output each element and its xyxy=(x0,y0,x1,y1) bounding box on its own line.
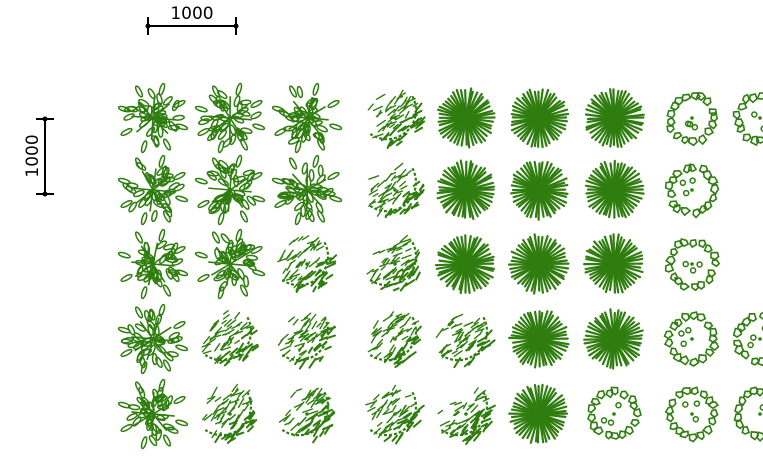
hatched-shrub-symbol xyxy=(366,234,421,292)
cobble-ring-symbol xyxy=(732,92,763,147)
hatched-shrub-symbol xyxy=(202,383,258,444)
leafy-tree-symbol xyxy=(117,378,189,450)
leafy-tree-symbol xyxy=(117,154,189,226)
hatched-shrub-symbol xyxy=(437,387,496,446)
hatched-shrub-symbol xyxy=(365,384,425,445)
spiky-conifer-symbol xyxy=(585,159,645,219)
horizontal-scale-bar: 1000 xyxy=(145,4,239,35)
hatched-shrub-symbol xyxy=(201,310,259,367)
spiky-conifer-symbol xyxy=(507,233,570,295)
cobble-ring-symbol xyxy=(587,386,642,440)
leafy-tree-symbol xyxy=(271,82,343,154)
spiky-conifer-symbol xyxy=(584,88,645,148)
spiky-conifer-symbol xyxy=(510,160,569,221)
cobble-ring-symbol xyxy=(663,311,720,367)
horizontal-scale-label: 1000 xyxy=(170,4,213,24)
cobble-ring-symbol xyxy=(732,311,763,367)
hatched-shrub-symbol xyxy=(277,235,338,293)
spiky-conifer-symbol xyxy=(434,234,495,295)
leafy-tree-symbol xyxy=(271,154,343,226)
hatched-shrub-symbol xyxy=(367,89,426,149)
hatched-shrub-symbol xyxy=(368,162,425,219)
spiky-conifer-symbol xyxy=(510,88,570,149)
leafy-tree-symbol xyxy=(194,228,266,300)
spiky-conifer-symbol xyxy=(583,308,644,370)
cobble-ring-symbol xyxy=(664,386,719,443)
spiky-conifer-symbol xyxy=(508,383,569,444)
leafy-tree-symbol xyxy=(117,82,189,154)
cobble-ring-symbol xyxy=(664,238,721,292)
spiky-conifer-symbol xyxy=(436,159,495,221)
spiky-conifer-symbol xyxy=(437,87,496,149)
spiky-conifer-symbol xyxy=(508,310,570,369)
leafy-tree-symbol xyxy=(194,82,266,154)
hatched-shrub-symbol xyxy=(367,311,422,368)
plant-symbol-grid xyxy=(117,82,763,450)
leafy-tree-symbol xyxy=(194,154,266,226)
cobble-ring-symbol xyxy=(666,91,719,147)
hatched-shrub-symbol xyxy=(278,387,336,444)
spiky-conifer-symbol xyxy=(583,233,644,294)
vertical-scale-label: 1000 xyxy=(23,134,43,177)
leafy-tree-symbol xyxy=(117,303,189,375)
vertical-scale-bar: 1000 xyxy=(23,116,54,197)
hatched-shrub-symbol xyxy=(277,312,337,370)
hatched-shrub-symbol xyxy=(435,313,496,369)
cobble-ring-symbol xyxy=(733,386,763,443)
leafy-tree-symbol xyxy=(117,228,189,300)
cobble-ring-symbol xyxy=(664,163,720,219)
